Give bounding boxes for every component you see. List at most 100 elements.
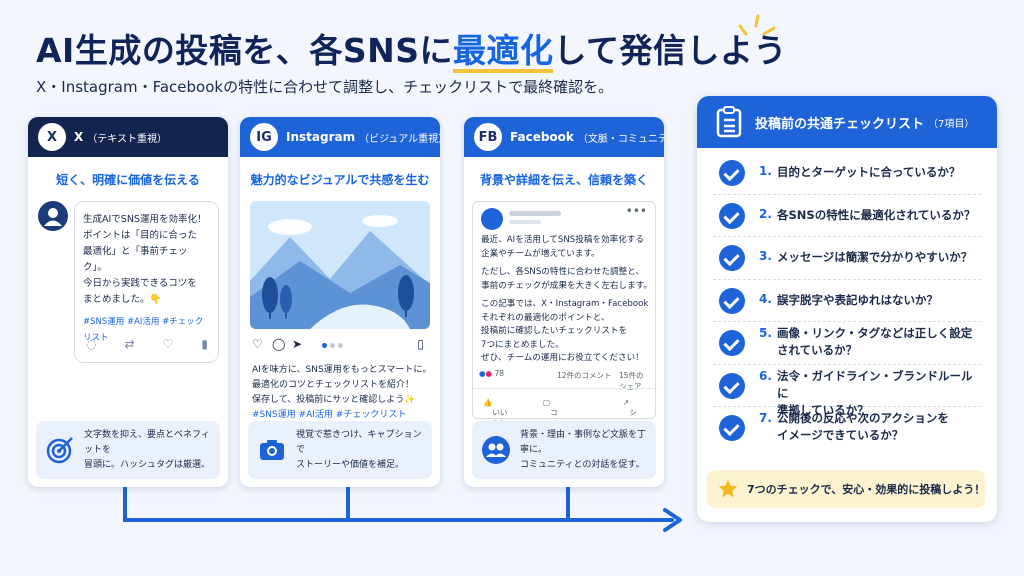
facebook-card-title: Facebook [510, 130, 574, 144]
more-options-icon[interactable]: ••• [625, 204, 647, 218]
facebook-logo-icon: FB [474, 123, 502, 151]
avatar [481, 208, 503, 230]
checklist-item: 1. 目的とターゲットに合っているか？ [713, 152, 981, 195]
item-number: 7. [759, 411, 772, 425]
share-button[interactable]: ↗ シェア [623, 398, 637, 439]
item-text: 画像・リンク・タグなどは正しく設定されているか？ [777, 326, 973, 357]
post-line: 最適化」と「事前チェック」。 [83, 246, 188, 273]
x-tagline: 短く、明確に価値を伝える [56, 173, 200, 187]
caption-line: 最適化のコツとチェックリストを紹介！ [252, 380, 415, 390]
instagram-card-title: Instagram [286, 130, 356, 144]
like-button[interactable]: 👍 いいね！ [483, 398, 508, 428]
post-line: まとめました。👇 [83, 294, 162, 305]
x-card: X X （テキスト重視） 短く、明確に価値を伝える 生成AIでSNS運用を効率化… [28, 117, 228, 487]
facebook-post-mock: ••• 最近、AIを活用してSNS投稿を効率化する企業やチームが増えています。 … [472, 201, 657, 472]
instagram-logo-icon: IG [250, 123, 278, 151]
love-reaction-icon: ● [485, 369, 493, 378]
comment-count: 12件のコメント [557, 371, 612, 380]
check-icon [719, 202, 745, 229]
item-text: 誤字脱字や表記ゆれはないか？ [777, 292, 938, 307]
x-card-subtitle: （テキスト重視） [87, 133, 167, 145]
camera-icon [256, 434, 288, 466]
check-icon [719, 330, 745, 356]
item-number: 2. [759, 206, 772, 221]
instagram-tip-line: 視覚で惹きつけ、キャプションで [296, 429, 422, 455]
item-text: 公開後の反応や次のアクションをイメージできているか？ [777, 411, 949, 442]
facebook-action-bar: 👍 いいね！ ▢ コメントする ↗ シェア [473, 388, 657, 472]
caption-line: AIを味方に、SNS運用をもっとスマートに。 [252, 365, 432, 375]
check-icon [719, 287, 745, 314]
checklist-items: 1.目的とターゲットに合っているか？ 2.各SNSの特性に最適化されているか？ … [713, 152, 981, 450]
carousel-dots [322, 343, 343, 348]
bookmark-icon[interactable]: ▯ [417, 337, 424, 351]
item-number: 6. [759, 368, 772, 383]
checklist-item: 4. 誤字脱字や表記ゆれはないか？ [713, 280, 981, 322]
page-title: AI生成の投稿を、各SNSに最適化して発信しよう [36, 24, 787, 73]
item-text: 目的とターゲットに合っているか？ [777, 165, 961, 179]
checklist-count: （7項目） [928, 118, 975, 130]
x-card-title: X [74, 130, 84, 144]
checklist-header: 投稿前の共通チェックリスト （7項目） [697, 96, 997, 148]
instagram-card-subtitle: （ビジュアル重視） [359, 133, 440, 145]
instagram-tagline: 魅力的なビジュアルで共感を生む [250, 173, 430, 187]
checklist-item: 6. 法令・ガイドライン・ブランドルールに準拠しているか？ [713, 365, 981, 417]
retweet-icon[interactable]: ⇄ [124, 337, 135, 351]
clipboard-icon [716, 106, 742, 138]
checklist-tip-text: 7つのチェックで、安心・効果的に投稿しよう！ [747, 483, 986, 496]
item-number: 1. [759, 164, 772, 178]
reply-icon[interactable]: ◌ [86, 337, 97, 351]
x-card-header: X X （テキスト重視） [28, 117, 228, 157]
instagram-card: IG Instagram （ビジュアル重視） 魅力的なビジュアルで共感を生む ♡… [240, 117, 440, 487]
facebook-tip-line: 背景・理由・事例など文脈を丁寧に。 [520, 429, 647, 455]
like-reaction-icon: ● [479, 369, 486, 378]
instagram-caption: AIを味方に、SNS運用をもっとスマートに。 最適化のコツとチェックリストを紹介… [252, 363, 432, 423]
facebook-card-subtitle: （文脈・コミュニティ重視） [577, 133, 664, 145]
facebook-card: FB Facebook （文脈・コミュニティ重視） 背景や詳細を伝え、信頼を築く… [464, 117, 664, 487]
x-logo-icon: X [38, 123, 66, 151]
comment-icon[interactable]: ◯ [272, 337, 286, 351]
send-icon[interactable]: ➤ [292, 337, 303, 351]
instagram-tip-line: ストーリーや価値を補足。 [296, 459, 405, 470]
heart-icon[interactable]: ♡ [252, 337, 263, 351]
caption-line: 保存して、投稿前にサッと確認しよう✨ [252, 395, 416, 405]
item-number: 4. [759, 291, 772, 306]
page-subtitle: X・Instagram・Facebookの特性に合わせて調整し、チェックリストで… [36, 78, 614, 96]
checklist-item: 5. 画像・リンク・タグなどは正しく設定されているか？ [713, 322, 981, 365]
like-icon[interactable]: ♡ [162, 337, 174, 351]
item-text: 法令・ガイドライン・ブランドルールに準拠しているか？ [777, 368, 973, 417]
post-line: 今日から実践できるコツを [83, 278, 197, 289]
item-number: 3. [759, 249, 772, 263]
stats-icon[interactable]: ▮ [201, 337, 208, 351]
facebook-tagline: 背景や詳細を伝え、信頼を築く [479, 173, 648, 187]
check-icon [719, 372, 745, 399]
comment-button[interactable]: ▢ コメントする [543, 398, 558, 472]
facebook-post-body: 最近、AIを活用してSNS投稿を効率化する企業やチームが増えています。 ただし、… [481, 235, 653, 363]
post-line: ポイントは「目的に合った [83, 230, 198, 241]
item-text: 各SNSの特性に最適化されているか？ [777, 207, 976, 222]
checklist-item: 7. 公開後の反応や次のアクションをイメージできているか？ [713, 407, 981, 450]
facebook-tip-line: コミュニティとの対話を促す。 [520, 459, 645, 470]
facebook-tip-box: 背景・理由・事例など文脈を丁寧に。コミュニティとの対話を促す。 [472, 421, 656, 479]
checklist-panel: 投稿前の共通チェックリスト （7項目） 1. 目的とターゲットに合っているか？ 2… [697, 96, 997, 522]
share-count: 15件のシェア [619, 371, 644, 391]
x-tip-box: 文字数を抑え、要点とベネフィットを冒頭に。ハッシュタグは厳選。 [36, 421, 220, 479]
x-tip-line: 冒頭に。ハッシュタグは厳選。 [84, 459, 211, 470]
x-action-bar: ◌ ⇄ ♡ ▮ [86, 337, 208, 351]
checklist-tip: 7つのチェックで、安心・効果的に投稿しよう！ [707, 470, 985, 508]
star-icon [718, 479, 738, 498]
x-post-bubble: 生成AIでSNS運用を効率化！ ポイントは「目的に合った 最適化」と「事前チェッ… [74, 201, 219, 363]
facebook-card-header: FB Facebook （文脈・コミュニティ重視） [464, 117, 664, 157]
check-icon [719, 415, 745, 441]
post-line: 生成AIでSNS運用を効率化！ [83, 214, 207, 225]
reaction-count: ●● 78 [479, 369, 505, 378]
sparkle-icon [738, 14, 776, 36]
checklist-title: 投稿前の共通チェックリスト [755, 116, 925, 132]
check-icon [719, 160, 745, 186]
item-number: 5. [759, 326, 772, 340]
title-highlight: 最適化 [452, 33, 554, 73]
instagram-action-bar: ♡ ◯ ➤ ▯ [252, 337, 428, 355]
avatar [38, 201, 68, 231]
checklist-item: 2. 各SNSの特性に最適化されているか？ [713, 195, 981, 237]
checklist-item: 3.メッセージは簡潔で分かりやすいか？ [713, 237, 981, 280]
